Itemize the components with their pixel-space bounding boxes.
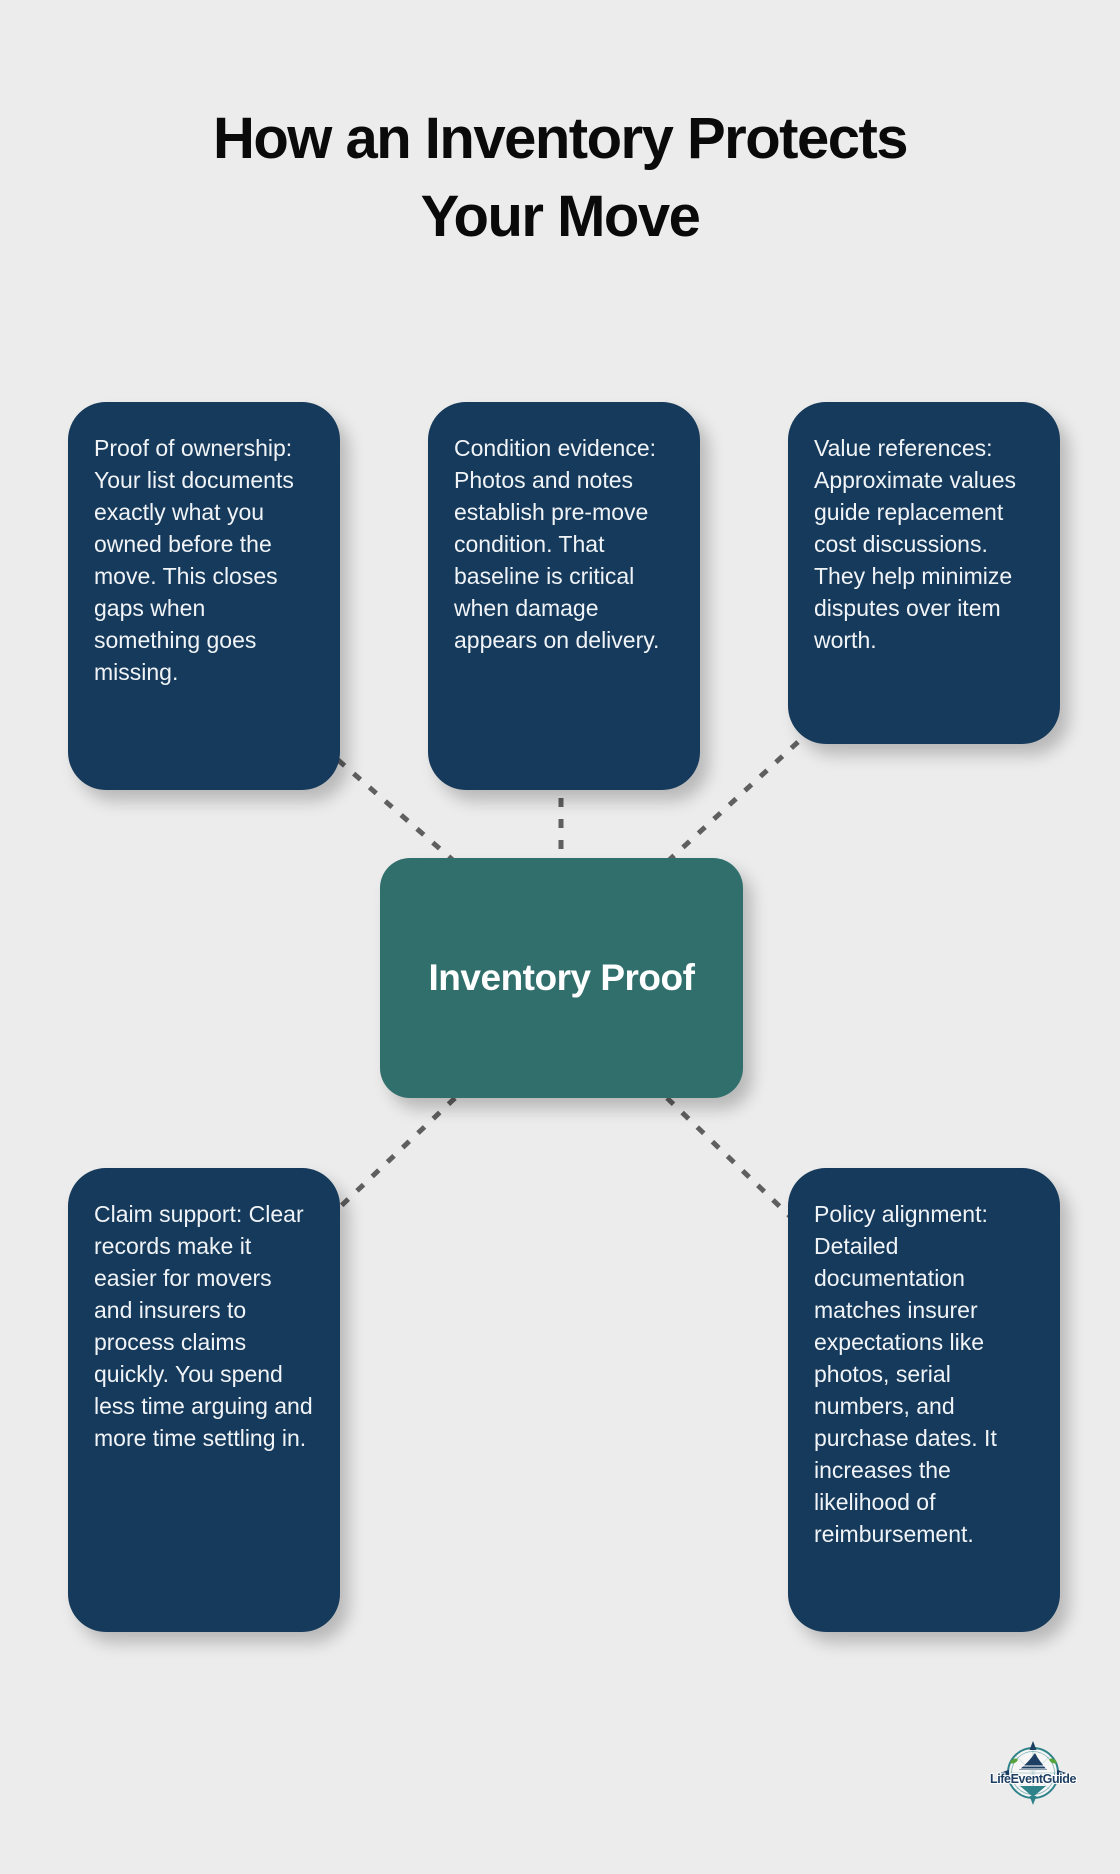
node-condition-evidence-text: Condition evidence: Photos and notes est… — [454, 435, 660, 653]
center-node-label: Inventory Proof — [428, 957, 695, 998]
node-proof-of-ownership: Proof of ownership: Your list documents … — [68, 402, 340, 790]
page-title: How an Inventory Protects Your Move — [0, 100, 1120, 256]
node-policy-alignment: Policy alignment: Detailed documentation… — [788, 1168, 1060, 1632]
node-condition-evidence: Condition evidence: Photos and notes est… — [428, 402, 700, 790]
connector-bottom-left — [320, 1096, 457, 1226]
node-value-references-text: Value references: Approximate values gui… — [814, 435, 1016, 653]
node-claim-support: Claim support: Clear records make it eas… — [68, 1168, 340, 1632]
connector-bottom-right — [665, 1096, 800, 1226]
compass-logo-icon: LifeEventGuide — [989, 1741, 1078, 1805]
node-claim-support-text: Claim support: Clear records make it eas… — [94, 1201, 313, 1451]
brand-logo-text: LifeEventGuide — [990, 1772, 1077, 1786]
page-title-line1: How an Inventory Protects — [212, 106, 909, 171]
brand-logo: LifeEventGuide — [978, 1740, 1088, 1810]
node-proof-of-ownership-text: Proof of ownership: Your list documents … — [94, 435, 294, 685]
node-value-references: Value references: Approximate values gui… — [788, 402, 1060, 744]
page-title-line2: Your Move — [420, 184, 701, 249]
node-policy-alignment-text: Policy alignment: Detailed documentation… — [814, 1201, 997, 1547]
center-node-inventory-proof: Inventory Proof — [380, 858, 743, 1098]
